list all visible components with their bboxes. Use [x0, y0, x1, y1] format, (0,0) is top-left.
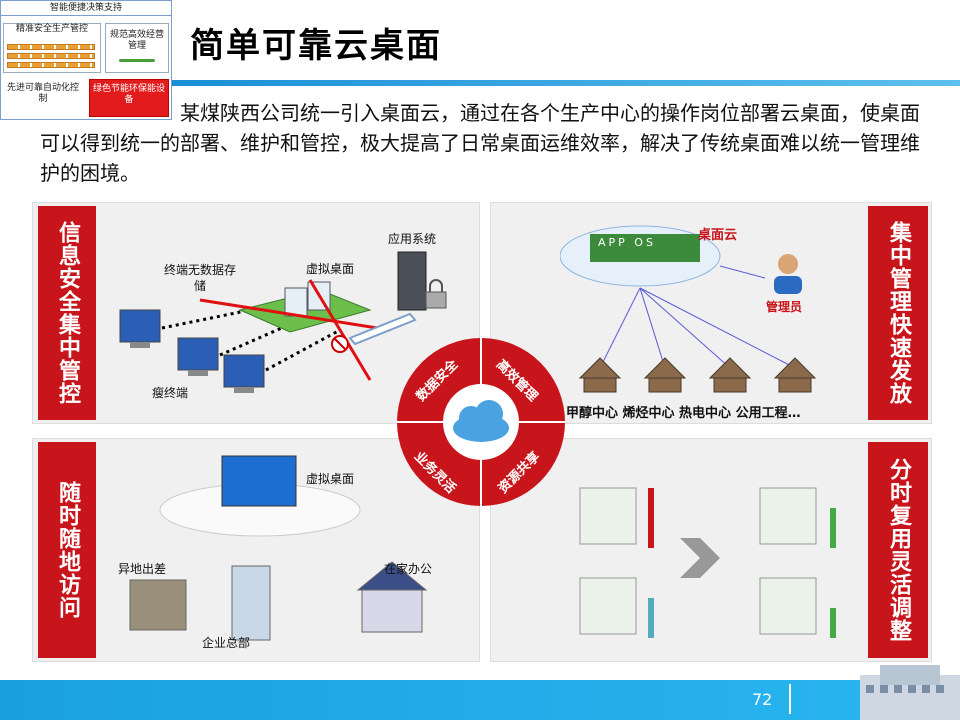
building-icon: [130, 562, 426, 640]
app-label: APP: [598, 236, 628, 249]
app-os-labels: APP OS: [598, 236, 656, 249]
panel-management-label: 集中管理快速发放: [868, 206, 928, 420]
label-desktop-cloud: 桌面云: [698, 224, 737, 243]
reuse-illustration: [560, 448, 860, 648]
label-thin-client: 瘦终端: [152, 384, 188, 401]
os-label: OS: [634, 236, 656, 249]
center-wheel: [393, 334, 569, 510]
panel-security-label: 信息安全集中管控: [38, 206, 96, 420]
house-icon: [580, 358, 815, 392]
framework-box-b: 规范高效经营管理: [105, 23, 169, 73]
framework-top: 智能便捷决策支持: [1, 1, 171, 16]
framework-green-line: [119, 59, 155, 62]
lock-icon: [426, 280, 446, 308]
label-no-data: 终端无数据存储: [160, 262, 240, 294]
label-remote: 异地出差: [118, 560, 166, 577]
label-app-system: 应用系统: [388, 230, 436, 247]
title-stripe: [172, 80, 960, 86]
label-admin: 管理员: [766, 298, 802, 315]
framework-box-a-label: 精准安全生产管控: [16, 24, 88, 34]
label-vdesktop-tl: 虚拟桌面: [306, 260, 354, 277]
label-home: 在家办公: [384, 560, 432, 577]
page-number: 72: [752, 690, 772, 709]
label-hq: 企业总部: [202, 634, 250, 651]
page-title: 简单可靠云桌面: [190, 18, 442, 67]
panel-reuse-label: 分时复用灵活调整: [868, 442, 928, 658]
label-vdesktop-bl: 虚拟桌面: [306, 470, 354, 487]
admin-icon: [774, 254, 802, 294]
panel-access-label: 随时随地访问: [38, 442, 96, 658]
label-centers: 甲醇中心 烯烃中心 热电中心 公用工程…: [566, 402, 801, 421]
building-photo: [850, 655, 960, 720]
footer-bar: [0, 680, 960, 720]
intro-text: 某煤陕西公司统一引入桌面云，通过在各个生产中心的操作岗位部署云桌面，使桌面可以得…: [40, 98, 930, 188]
framework-bars: [7, 41, 95, 71]
page-divider: [789, 684, 791, 714]
